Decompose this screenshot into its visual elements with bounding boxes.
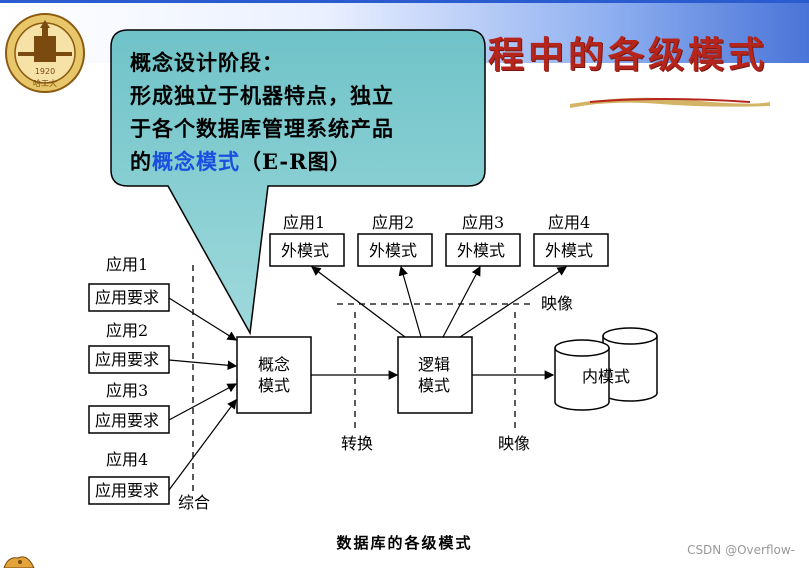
callout-line-3: 于各个数据库管理系统产品: [130, 116, 394, 141]
mapping-label-bottom: 映像: [498, 434, 530, 453]
external-app-label-2: 应用2: [372, 213, 414, 232]
slide-title: 程中的各级模式: [488, 34, 769, 76]
mapping-label-top: 映像: [541, 294, 573, 313]
internal-schema-label: 内模式: [582, 367, 630, 386]
logo-year: 1920: [35, 67, 55, 76]
requirement-box-2: [88, 345, 170, 374]
arrow-logical-to-external-4: [459, 266, 568, 338]
logical-schema-box: [397, 336, 473, 414]
external-schema-label-1: 外模式: [281, 241, 329, 260]
arrow-logical-to-external-1: [311, 266, 406, 338]
arrow-req1-to-conceptual: [168, 297, 238, 341]
external-app-label-4: 应用4: [548, 213, 590, 232]
arrow-req4-to-conceptual: [168, 399, 237, 491]
integrate-label: 综合: [178, 493, 210, 512]
conceptual-schema-label-1: 概念: [258, 355, 290, 374]
requirement-app-label-3: 应用3: [106, 381, 148, 400]
requirement-box-3: [88, 405, 170, 434]
figure-caption: 数据库的各级模式: [336, 534, 473, 552]
conceptual-schema-box: [236, 336, 312, 414]
external-schema-label-3: 外模式: [457, 241, 505, 260]
requirement-app-label-4: 应用4: [106, 450, 148, 469]
external-schema-label-4: 外模式: [545, 241, 593, 260]
callout-line-4: 的概念模式（E-R图）: [130, 145, 460, 178]
requirement-box-label-4: 应用要求: [95, 481, 159, 500]
internal-schema-cylinders: [554, 327, 658, 411]
transform-label: 转换: [341, 434, 373, 453]
arrow-logical-to-external-2: [398, 265, 422, 338]
callout-line-4-prefix: 的: [130, 149, 152, 174]
conceptual-schema-label-2: 模式: [258, 376, 290, 395]
external-schema-box-1: [269, 233, 345, 267]
logical-schema-label-1: 逻辑: [418, 355, 450, 374]
callout-text: 概念设计阶段： 形成独立于机器特点，独立 于各个数据库管理系统产品 的概念模式（…: [130, 46, 460, 178]
university-logo: 1920 哈工大: [5, 13, 85, 93]
external-schema-box-4: [533, 233, 609, 267]
requirement-box-label-3: 应用要求: [95, 411, 159, 430]
arrow-req2-to-conceptual: [168, 359, 238, 371]
requirement-box-4: [88, 476, 170, 505]
requirement-box-1: [88, 283, 170, 312]
callout-line-4-suffix: （E-R图）: [240, 149, 352, 174]
logo-name: 哈工大: [33, 78, 57, 88]
requirement-box-label-1: 应用要求: [95, 288, 159, 307]
watermark: CSDN @Overflow-: [687, 543, 795, 557]
external-app-label-1: 应用1: [283, 213, 325, 232]
requirement-app-label-1: 应用1: [106, 255, 148, 274]
conceptual-schema-highlight: 概念模式: [152, 149, 240, 174]
callout-line-2: 形成独立于机器特点，独立: [130, 83, 394, 108]
external-schema-box-3: [445, 233, 521, 267]
external-schema-box-2: [357, 233, 433, 267]
arrow-logical-to-external-3: [442, 265, 481, 338]
external-app-label-3: 应用3: [462, 213, 504, 232]
arrow-req3-to-conceptual: [168, 383, 238, 421]
callout-line-1: 概念设计阶段：: [130, 50, 284, 75]
external-schema-label-2: 外模式: [369, 241, 417, 260]
requirement-app-label-2: 应用2: [106, 321, 148, 340]
requirement-box-label-2: 应用要求: [95, 350, 159, 369]
logical-schema-label-2: 模式: [418, 376, 450, 395]
title-underline-decoration: [570, 97, 770, 108]
footer-decoration-icon: [3, 556, 35, 568]
